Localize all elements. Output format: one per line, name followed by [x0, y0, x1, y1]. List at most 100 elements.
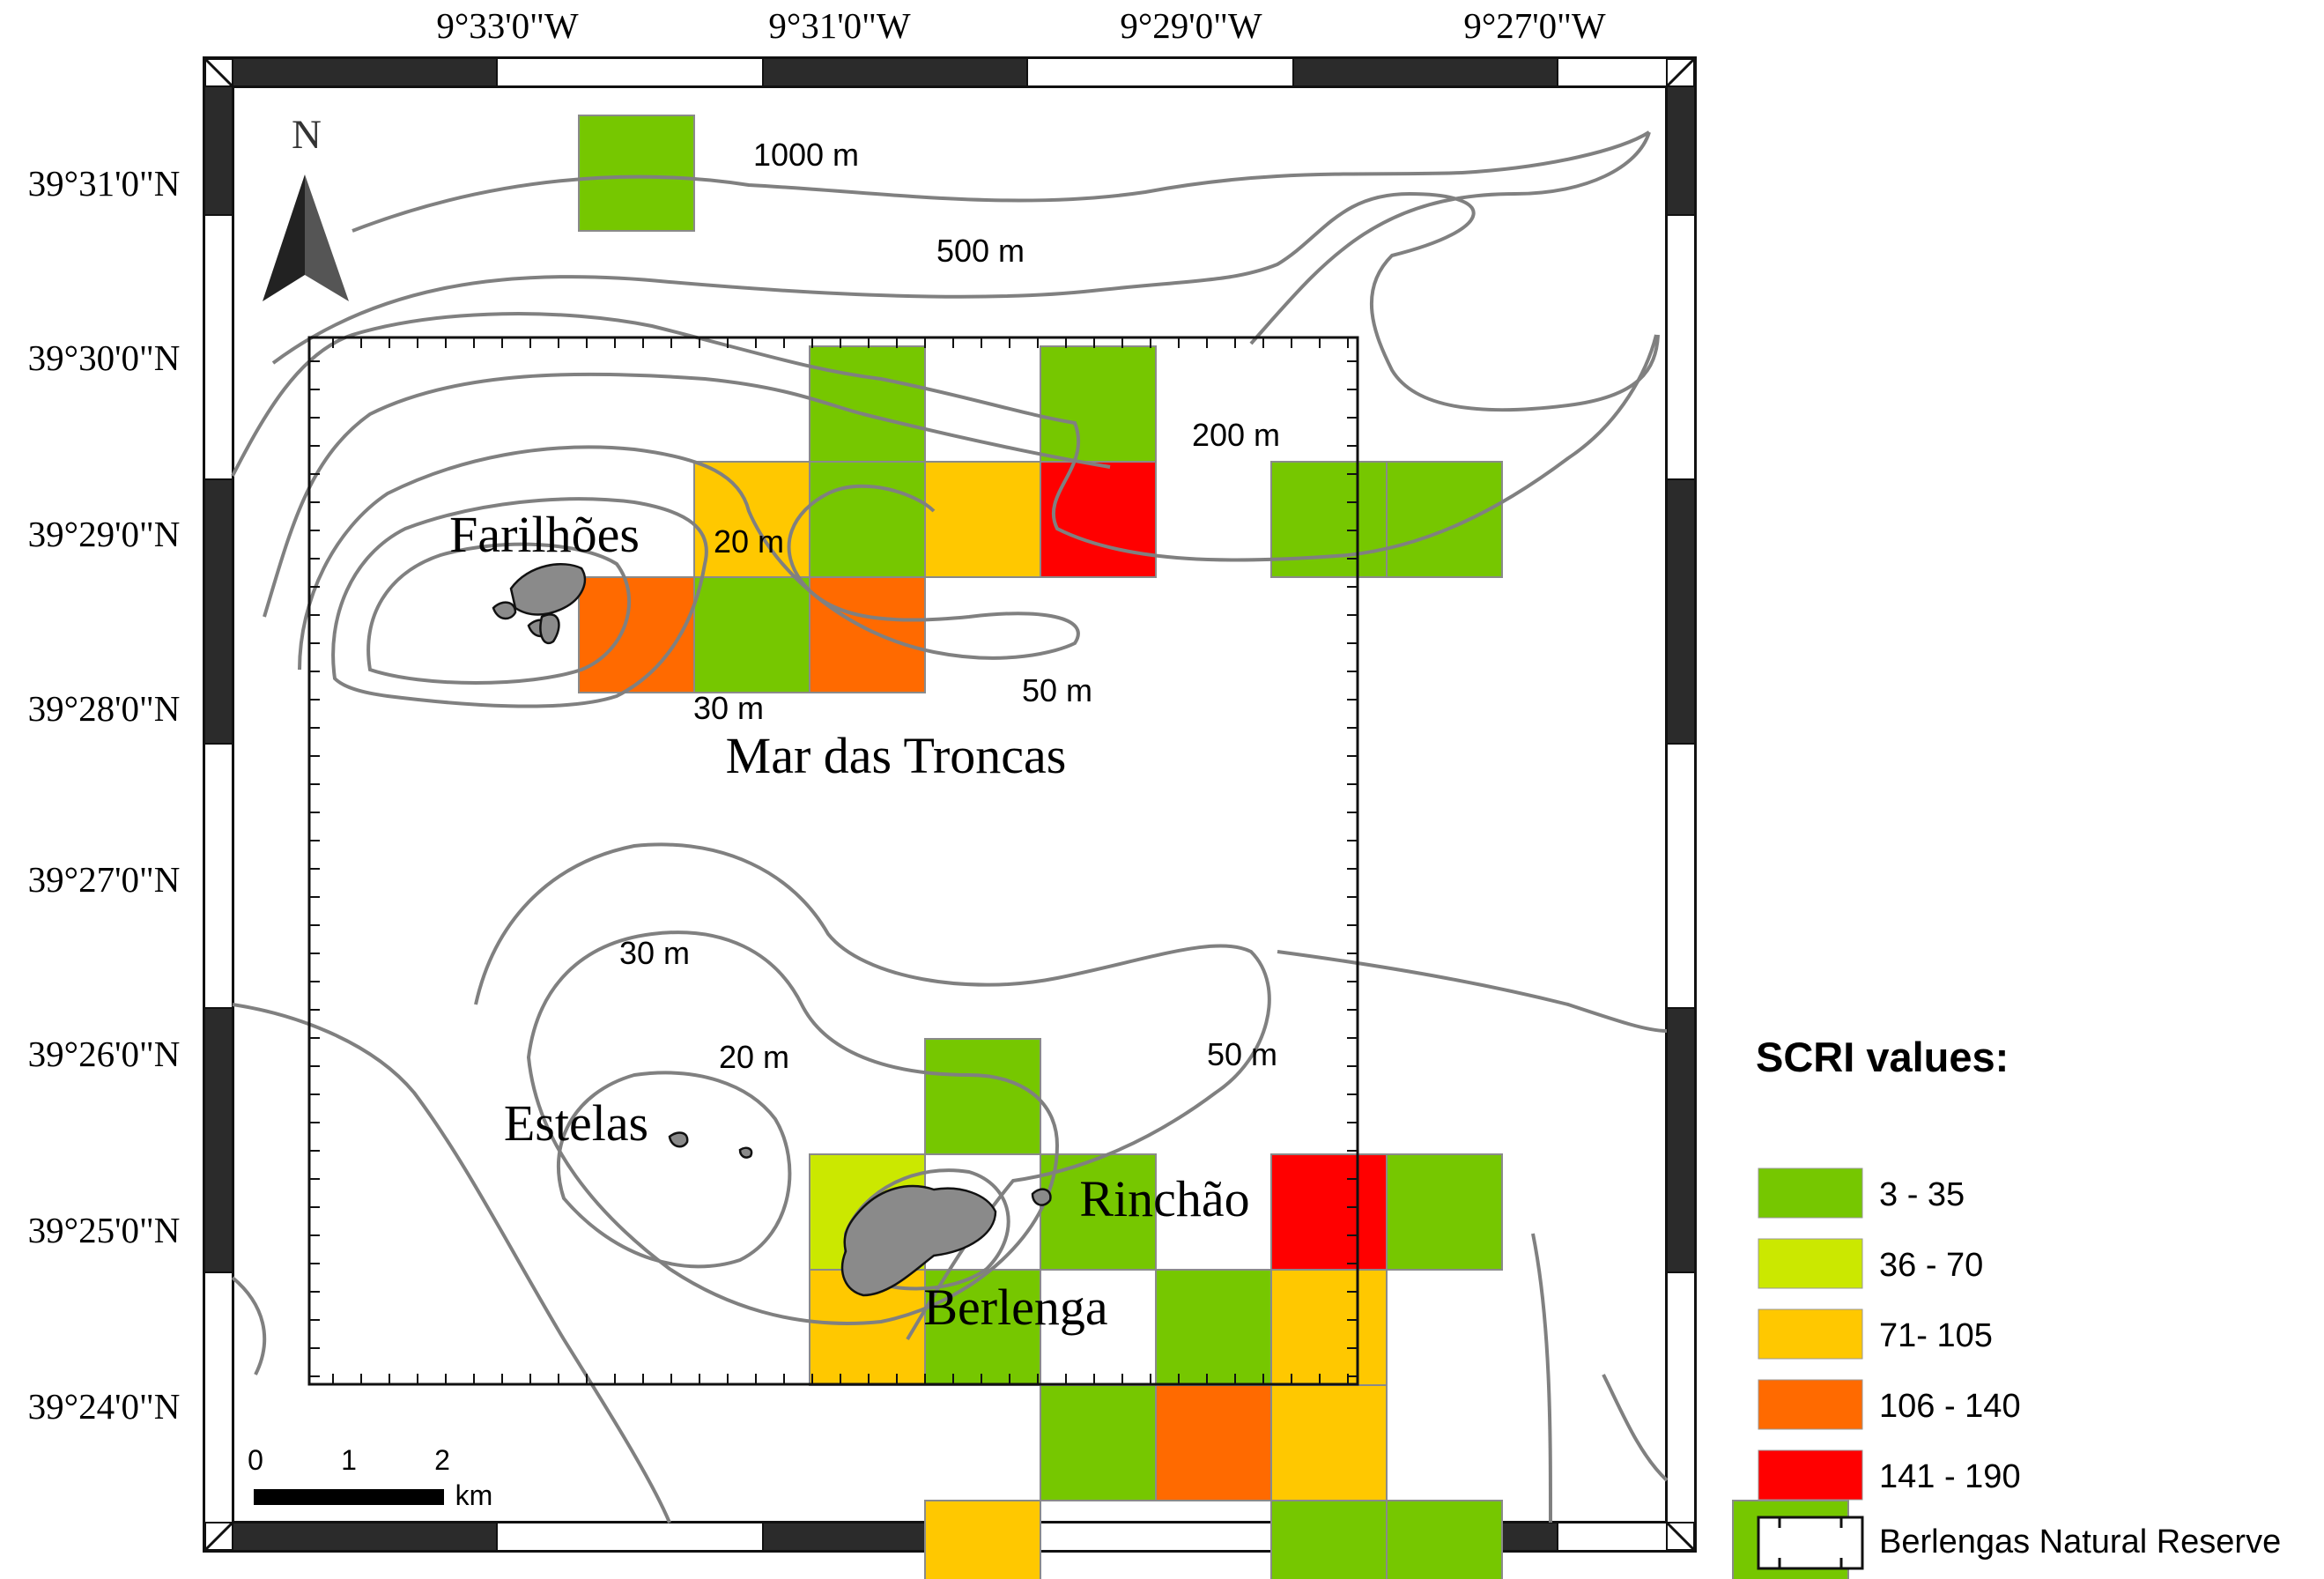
contour-30m-north: [331, 497, 708, 708]
berlenga-island: [840, 1184, 997, 1297]
frame-segment: [1292, 57, 1558, 87]
frame-segment: [204, 478, 233, 745]
frame-segment: [204, 743, 233, 1009]
scri-cell: [809, 576, 926, 693]
frame-segment: [1666, 214, 1696, 480]
frame-segment: [1026, 57, 1294, 87]
islands: [492, 563, 1052, 1297]
scale-tick-label: 1: [341, 1444, 357, 1476]
scri-cell: [1155, 1269, 1272, 1386]
latitude-labels: 39°31'0"N 39°30'0"N 39°29'0"N 39°28'0"N …: [28, 163, 181, 1427]
scri-cell: [924, 1269, 1041, 1386]
scri-cell: [1040, 461, 1157, 578]
depth-labels: 1000 m 500 m 200 m 20 m 30 m 50 m 30 m 2…: [619, 137, 1280, 1075]
scri-cell: [1386, 1153, 1503, 1271]
latitude-label: 39°25'0"N: [28, 1210, 181, 1250]
frame-segment: [204, 1271, 233, 1523]
farilhoes-islet-1: [492, 601, 517, 620]
scri-cell: [578, 115, 695, 232]
frame-graduations: [204, 57, 1696, 1552]
latitude-label: 39°27'0"N: [28, 859, 181, 900]
contour-1000m: [352, 130, 1651, 233]
place-name-estelas: Estelas: [504, 1094, 648, 1152]
frame-segment: [232, 57, 498, 87]
rinchao-islet: [1031, 1188, 1052, 1206]
depth-label: 30 m: [693, 690, 764, 726]
scri-cell: [809, 461, 926, 578]
place-names: Farilhões Mar das Troncas Estelas Rinchã…: [449, 506, 1250, 1336]
contour-20m-south: [556, 1071, 792, 1269]
longitude-label: 9°31'0"W: [768, 5, 911, 46]
scri-cell: [1386, 1500, 1503, 1579]
frame-segment: [204, 214, 233, 480]
legend-label: 3 - 35: [1879, 1176, 1965, 1213]
place-name-farilhoes: Farilhões: [449, 506, 640, 563]
contour-1000m-se: [1531, 1233, 1552, 1523]
farilhoes-island: [509, 563, 587, 616]
contour-30m-south: [526, 930, 1060, 1325]
frame-segment: [1666, 743, 1696, 1009]
legend-label: 36 - 70: [1879, 1247, 1983, 1284]
scale-tick-label: 0: [248, 1444, 263, 1476]
scale-bar: 0 1 2 km: [248, 1444, 492, 1511]
place-name-mar-das-troncas: Mar das Troncas: [726, 727, 1067, 784]
reserve-boundary: [307, 336, 1359, 1386]
depth-label: 1000 m: [753, 137, 859, 173]
contour-1000m-se2: [1602, 1374, 1669, 1482]
scri-cell: [693, 576, 810, 693]
legend-swatch: [1758, 1238, 1863, 1289]
latitude-label: 39°26'0"N: [28, 1034, 181, 1074]
frame-segment: [1666, 478, 1696, 745]
scri-cell: [1270, 1153, 1388, 1271]
place-name-berlenga: Berlenga: [923, 1279, 1107, 1336]
latitude-label: 39°28'0"N: [28, 688, 181, 729]
scri-cell: [1040, 345, 1157, 463]
scri-cell: [924, 1038, 1041, 1155]
legend-swatch: [1758, 1379, 1863, 1430]
legend-swatch: [1758, 1449, 1863, 1501]
latitude-label: 39°24'0"N: [28, 1386, 181, 1427]
legend-swatch: [1758, 1168, 1863, 1219]
estelas-islet-1: [668, 1131, 689, 1148]
contour-100m: [263, 372, 1111, 618]
contour-200m-south: [232, 1003, 671, 1523]
contour-10m-berlenga: [844, 1168, 1010, 1291]
depth-label: 50 m: [1207, 1036, 1277, 1072]
longitude-label: 9°29'0"W: [1120, 5, 1262, 46]
scri-cell: [578, 576, 695, 693]
contour-200m: [231, 312, 1658, 562]
scri-cell: [1386, 461, 1503, 578]
scale-bar-graphic: [254, 1489, 444, 1505]
longitude-label: 9°33'0"W: [436, 5, 579, 46]
contour-500m-south: [231, 1276, 267, 1375]
frame-segment: [496, 57, 764, 87]
place-name-rinchao: Rinchão: [1079, 1170, 1249, 1227]
reserve-boundary-ticks: [309, 337, 1358, 1384]
scale-tick-label: 2: [434, 1444, 450, 1476]
contour-500m: [271, 191, 1660, 412]
latitude-label: 39°30'0"N: [28, 337, 181, 378]
estelas-islet-2: [738, 1146, 753, 1159]
scri-grid-cells: [578, 115, 1849, 1579]
legend-title: SCRI values:: [1756, 1034, 2009, 1080]
north-label: N: [292, 112, 322, 158]
frame-segment: [496, 1522, 764, 1552]
depth-label: 500 m: [936, 233, 1025, 269]
legend-reserve-item: Berlengas Natural Reserve: [1757, 1516, 2281, 1570]
frame-segment: [1666, 1007, 1696, 1273]
scri-cell: [1270, 1384, 1388, 1501]
frame-segment: [1557, 57, 1668, 87]
bathymetry-contours: [231, 130, 1669, 1523]
frame-segment: [204, 1007, 233, 1273]
latitude-label: 39°31'0"N: [28, 163, 181, 204]
frame-segment: [204, 85, 233, 216]
legend-reserve-label: Berlengas Natural Reserve: [1879, 1523, 2281, 1560]
scri-cell: [924, 1500, 1041, 1579]
legend-swatch: [1758, 1308, 1863, 1360]
longitude-label: 9°27'0"W: [1463, 5, 1606, 46]
scri-cell: [1270, 1269, 1388, 1386]
legend-label: 71- 105: [1879, 1317, 1993, 1354]
legend-label: 141 - 190: [1879, 1458, 2021, 1495]
